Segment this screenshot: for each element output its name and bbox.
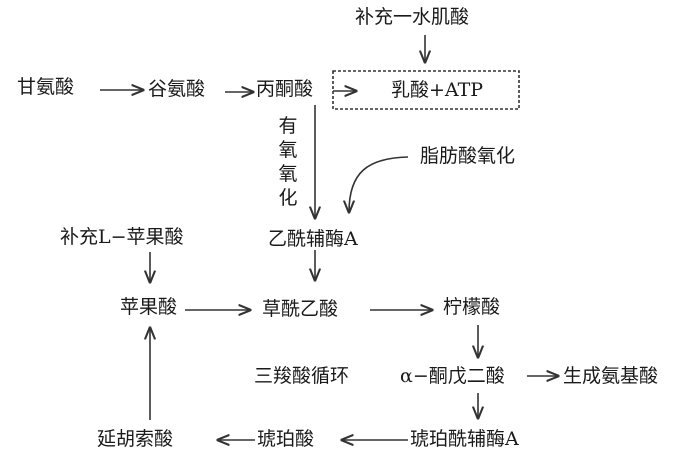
label-tca-cycle: 三羧酸循环 — [254, 365, 350, 387]
node-lactate-atp: 乳酸+ATP — [391, 79, 484, 101]
node-citrate: 柠檬酸 — [443, 296, 501, 318]
node-fumarate: 延胡索酸 — [97, 428, 174, 450]
node-glycine: 甘氨酸 — [17, 76, 75, 98]
node-acetyl-coa: 乙酰辅酶A — [268, 228, 358, 250]
label-aerobic-oxidation: 有 氧 氧 化 — [277, 114, 299, 210]
label-aerobic-char: 化 — [278, 187, 298, 209]
node-l-malate-supplement: 补充L−苹果酸 — [60, 226, 184, 248]
node-malate: 苹果酸 — [120, 296, 178, 318]
node-succinyl-coa: 琥珀酰辅酶A — [410, 428, 519, 450]
node-amino-acid-synthesis: 生成氨基酸 — [563, 365, 659, 387]
node-creatine-supplement: 补充一水肌酸 — [355, 6, 470, 28]
node-fatty-acid-oxidation: 脂肪酸氧化 — [420, 145, 516, 167]
node-glutamate: 谷氨酸 — [148, 78, 206, 100]
node-pyruvate: 丙酮酸 — [256, 78, 314, 100]
node-oxaloacetate: 草酰乙酸 — [262, 298, 339, 320]
node-succinate: 琥珀酸 — [257, 428, 315, 450]
label-aerobic-char: 有 — [278, 115, 298, 137]
label-aerobic-char: 氧 — [278, 163, 298, 185]
lactate-atp-box — [332, 70, 520, 110]
arrow-fatty-acid-to-acetylcoa — [349, 156, 409, 212]
node-alpha-ketoglutarate: α−酮戊二酸 — [400, 365, 505, 387]
label-aerobic-char: 氧 — [278, 139, 298, 161]
